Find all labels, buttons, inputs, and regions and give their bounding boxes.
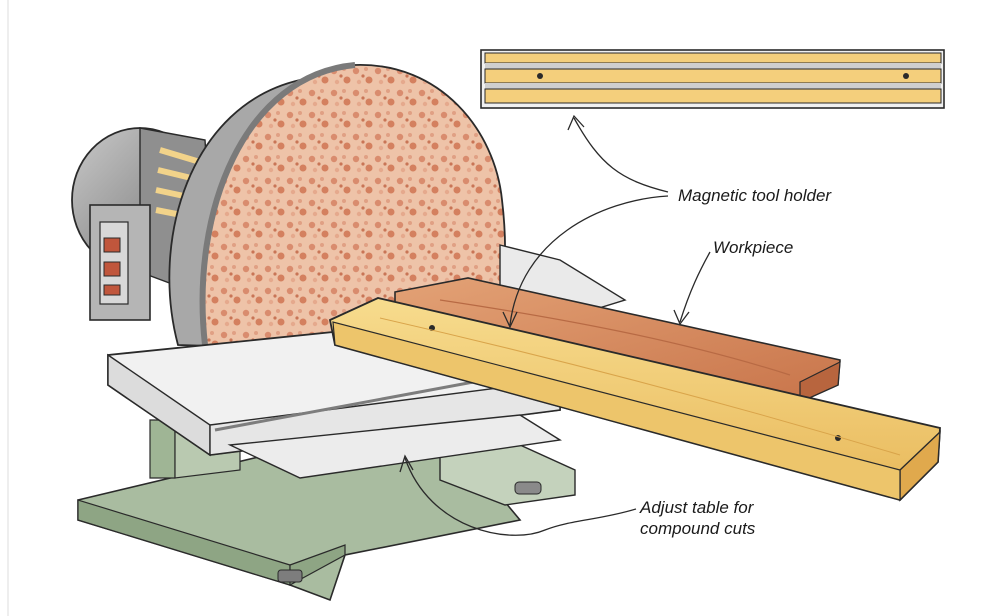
label-workpiece: Workpiece <box>713 238 794 257</box>
leader-lines <box>399 114 711 536</box>
fence-board <box>328 297 941 502</box>
magnetic-tool-holder-illustration <box>480 49 945 109</box>
label-magnetic-tool-holder: Magnetic tool holder <box>678 186 832 205</box>
sanding-disc <box>168 62 506 351</box>
sander-base <box>77 419 576 602</box>
label-adjust-table-line2: compound cuts <box>640 519 756 538</box>
label-adjust-table-line1: Adjust table for <box>640 498 754 517</box>
workpiece-board <box>394 277 841 403</box>
